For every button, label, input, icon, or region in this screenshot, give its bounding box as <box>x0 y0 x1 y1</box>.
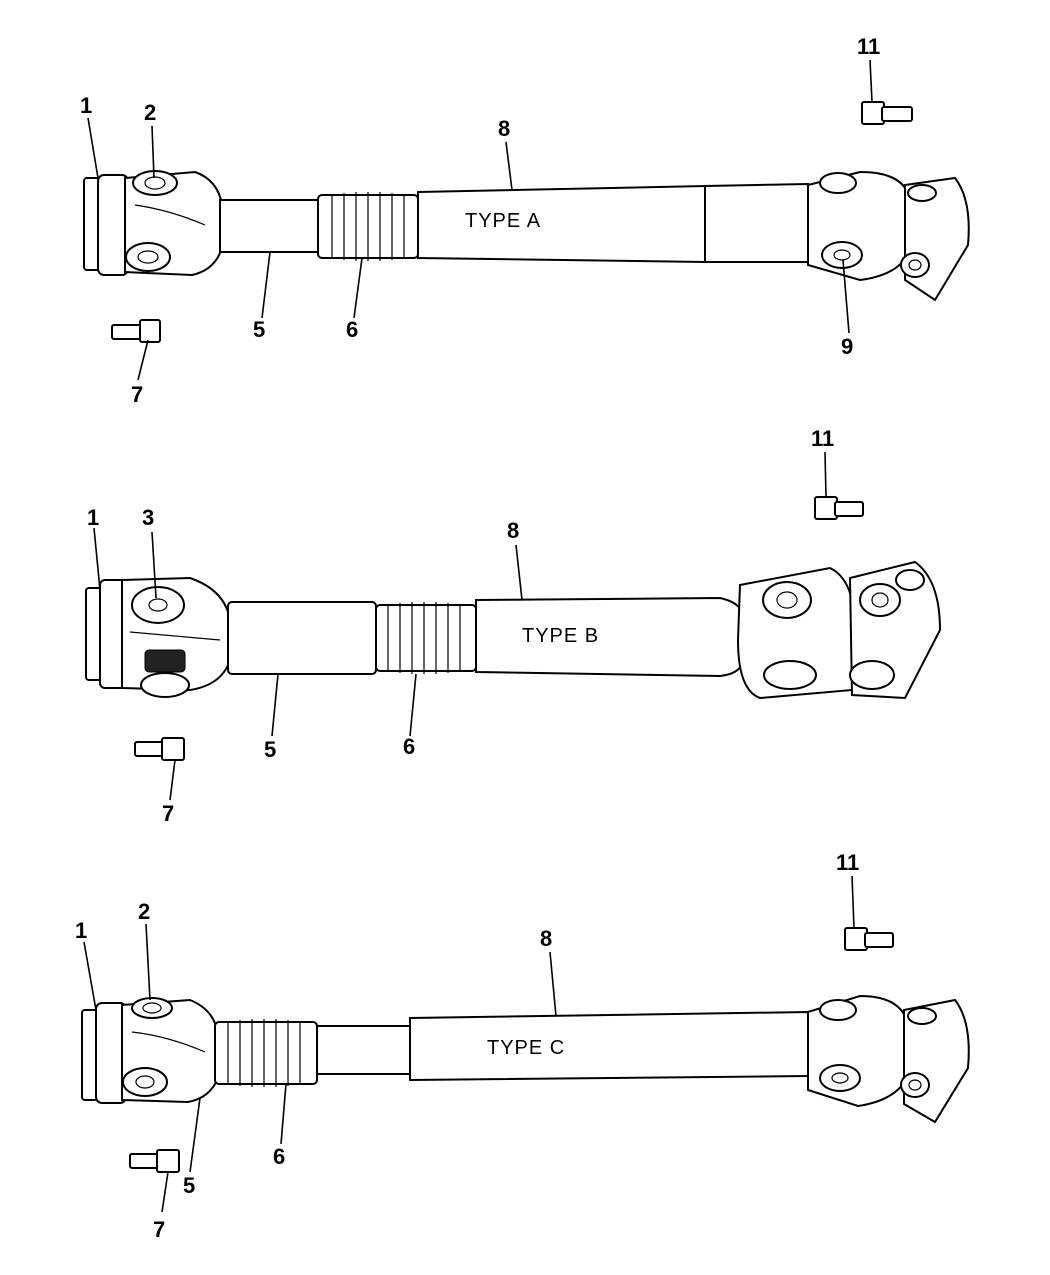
callout-8: 8 <box>498 116 510 141</box>
callout-1: 1 <box>75 918 87 943</box>
callout-5: 5 <box>253 317 265 342</box>
bolt-7 <box>111 319 161 343</box>
cv-joint-right <box>736 560 942 700</box>
yoke-flange-left <box>81 997 219 1104</box>
driveshaft-tube <box>475 596 743 678</box>
callout-1: 1 <box>80 93 92 118</box>
callout-11: 11 <box>857 34 880 59</box>
slip-yoke-tube <box>219 199 321 253</box>
callout-6: 6 <box>273 1144 285 1169</box>
bolt-7 <box>134 737 185 761</box>
callout-8: 8 <box>540 926 552 951</box>
bolt-11 <box>814 496 864 520</box>
type-label: TYPE C <box>487 1037 565 1059</box>
type-label: TYPE A <box>465 210 541 232</box>
callout-1: 1 <box>87 505 99 530</box>
callout-7: 7 <box>162 801 174 826</box>
callout-5: 5 <box>183 1173 195 1198</box>
driveshaft-tube <box>417 184 706 264</box>
assembly-type-c: TYPE C 1 2 5 6 7 8 11 <box>75 850 970 1242</box>
callout-6: 6 <box>346 317 358 342</box>
callout-7: 7 <box>153 1217 165 1242</box>
slip-yoke-tube <box>227 601 377 675</box>
boot <box>317 192 419 261</box>
cv-joint-right <box>807 170 970 302</box>
yoke-flange-left <box>85 576 231 698</box>
bolt-11 <box>861 101 913 125</box>
type-label: TYPE B <box>522 625 599 647</box>
callout-2: 2 <box>138 899 150 924</box>
slip-yoke-tube <box>316 1025 411 1075</box>
callout-3: 3 <box>142 505 154 530</box>
boot <box>214 1019 318 1087</box>
callout-11: 11 <box>836 850 859 875</box>
tube-end <box>704 182 809 263</box>
callout-6: 6 <box>403 734 415 759</box>
callout-11: 11 <box>811 426 834 451</box>
callout-7: 7 <box>131 382 143 407</box>
yoke-flange-left <box>83 170 223 277</box>
cv-joint-right <box>807 994 970 1124</box>
bolt-11 <box>844 927 894 951</box>
assembly-type-a: TYPE A 1 2 5 6 7 8 9 11 <box>80 34 970 407</box>
driveshaft-tube <box>409 1010 809 1082</box>
callout-8: 8 <box>507 518 519 543</box>
assembly-type-b: TYPE B 1 3 5 6 7 8 11 <box>85 426 942 826</box>
callout-5: 5 <box>264 737 276 762</box>
callout-2: 2 <box>144 100 156 125</box>
bolt-7 <box>129 1149 180 1173</box>
boot <box>375 602 477 674</box>
callout-9: 9 <box>841 334 853 359</box>
